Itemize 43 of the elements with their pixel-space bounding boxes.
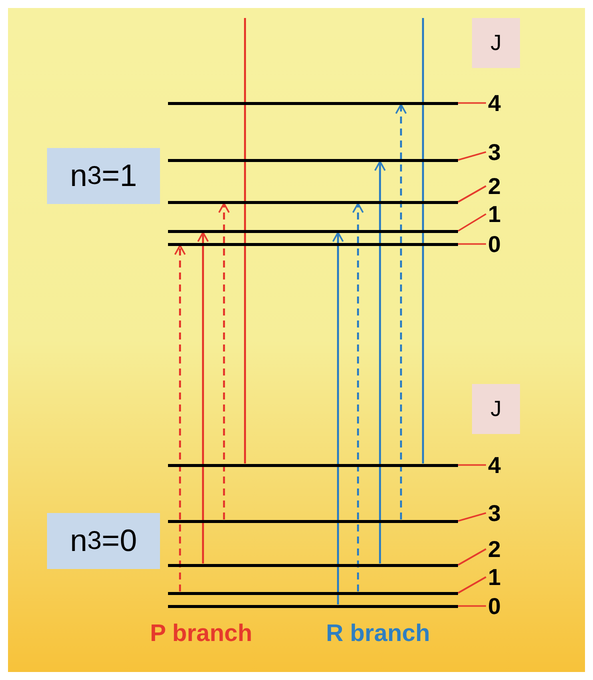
leader-line [458,605,486,607]
energy-level-line [168,102,458,104]
energy-level-line [168,520,458,522]
leader-line [458,548,486,566]
transition-line [422,18,424,464]
level-number: 2 [488,538,501,560]
leader-line [458,213,486,232]
level-number: 0 [488,233,501,255]
transition-arrow [332,232,344,604]
transition-line [244,18,246,464]
leader-line [458,102,486,104]
quantum-number-label: J [472,18,520,68]
level-number: 1 [488,566,501,588]
transition-arrow [352,202,364,592]
energy-level-line [168,604,458,608]
energy-level-line [168,464,458,466]
transition-arrow [174,244,186,592]
level-number: 2 [488,175,501,197]
energy-level-line [168,200,458,204]
level-number: 4 [488,92,501,114]
energy-level-line [168,592,458,594]
leader-line [458,243,486,245]
transition-arrow [197,232,209,564]
leader-line [458,576,486,594]
energy-level-line [168,564,458,566]
quantum-number-label: J [472,384,520,434]
transition-arrow [395,104,407,520]
leader-line [458,185,486,203]
transition-arrow [218,202,230,520]
energy-level-line [168,158,458,162]
leader-line [458,512,486,522]
leader-line [458,151,486,161]
transition-arrow [374,160,386,564]
branch-label: R branch [326,620,430,648]
level-number: 4 [488,454,501,476]
level-number: 3 [488,502,501,524]
level-number: 1 [488,203,501,225]
energy-level-line [168,230,458,232]
branch-label: P branch [150,620,252,648]
level-number: 3 [488,141,501,163]
level-number: 0 [488,595,501,617]
leader-line [458,464,486,466]
energy-level-line [168,242,458,246]
